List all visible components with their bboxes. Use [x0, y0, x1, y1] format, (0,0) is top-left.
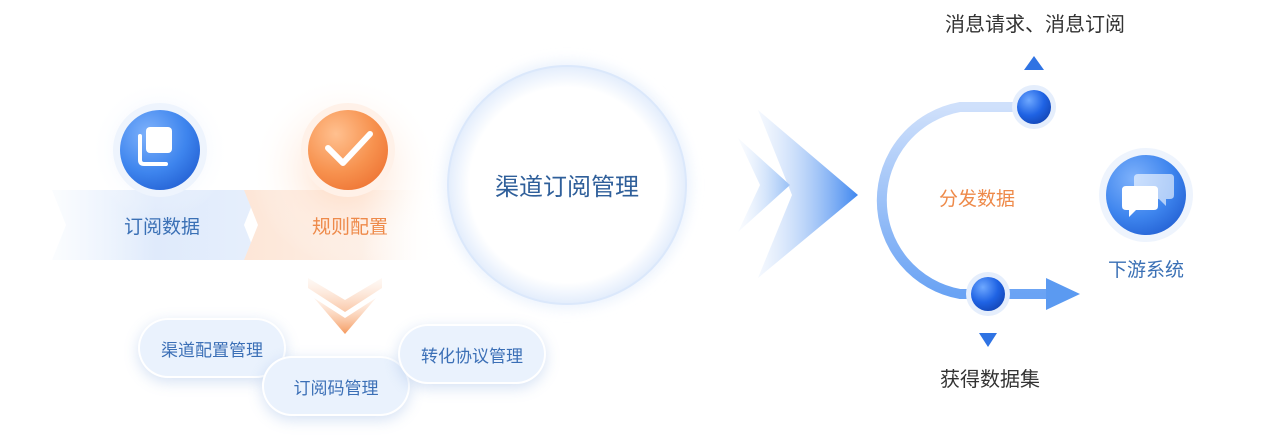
bottom-output-dot: [966, 272, 1010, 316]
top-output-dot: [1012, 85, 1056, 129]
distribute-data-label: 分发数据: [938, 188, 1015, 210]
checkmark-icon: [325, 131, 373, 166]
up-triangle-icon: [1024, 56, 1044, 70]
rule-config-label: 规则配置: [311, 216, 388, 238]
ribbon-subscribe-data: [52, 190, 258, 260]
bottom-output-label: 获得数据集: [940, 367, 1040, 391]
copy-icon: [138, 127, 172, 166]
sub-module-channel-config: 渠道配置管理: [138, 318, 286, 378]
subscribe-data-node: [113, 103, 207, 197]
subscribe-data-label: 订阅数据: [123, 216, 200, 238]
downstream-label: 下游系统: [1107, 259, 1184, 281]
top-output-label: 消息请求、消息订阅: [945, 12, 1125, 36]
distribution-track: [876, 102, 1265, 310]
output-arrow-head: [1046, 278, 1080, 310]
chat-bubbles-icon: [1122, 174, 1174, 217]
down-arrow-orange: [308, 278, 382, 334]
sub-module-subscription-code: 订阅码管理: [262, 356, 410, 416]
forward-arrow-blue: [738, 110, 858, 278]
rule-config-node: [301, 103, 395, 197]
downstream-node: [1094, 143, 1198, 247]
sub-module-protocol-conversion: 转化协议管理: [398, 324, 546, 384]
hub-circle: [443, 61, 691, 309]
down-triangle-icon: [979, 333, 997, 347]
hub-label: 渠道订阅管理: [495, 173, 639, 201]
